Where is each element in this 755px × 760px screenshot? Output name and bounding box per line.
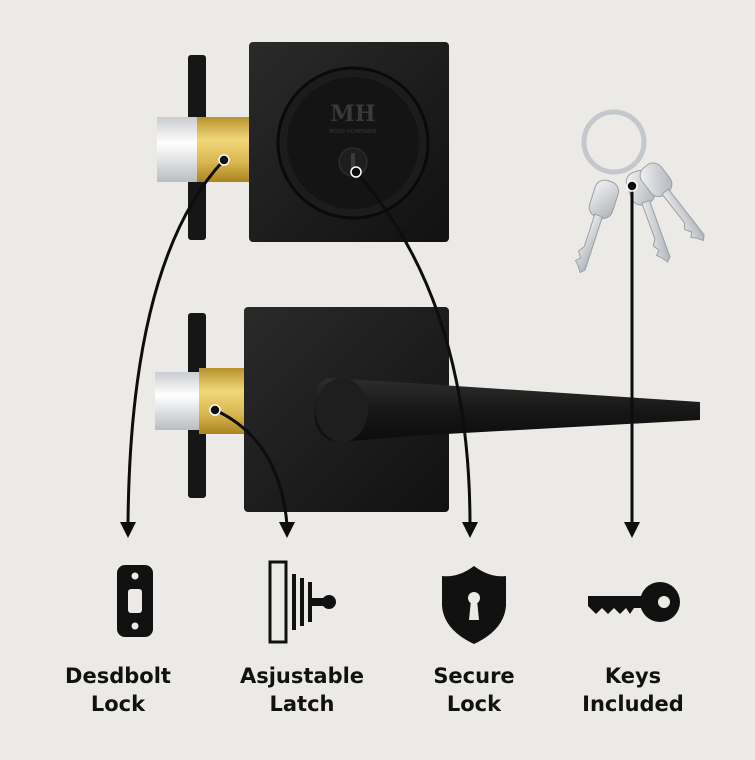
feature-label-deadbolt: Desdbolt Lock (33, 662, 203, 718)
adjustable-latch-icon (268, 560, 336, 644)
key-icon (588, 582, 680, 622)
key-ring-loop (581, 109, 647, 175)
feature-label-line1: Asjustable (239, 664, 365, 688)
feature-label-line2: Lock (446, 692, 502, 716)
key-ring (574, 109, 705, 274)
feature-label-line2: Latch (269, 692, 335, 716)
deadbolt-bolt (157, 117, 199, 182)
callout-arrows (126, 158, 634, 526)
feature-label-latch: Asjustable Latch (217, 662, 387, 718)
latch-bolt (155, 372, 201, 430)
feature-label-line2: Included (582, 692, 684, 716)
feature-label-line1: Desdbolt (65, 664, 171, 688)
arrow-deadbolt (126, 158, 226, 526)
brand-name: MOOD HOMEWARE (329, 129, 377, 135)
feature-label-line2: Lock (90, 692, 146, 716)
shield-keyhole-icon (442, 566, 506, 644)
feature-label-secure: Secure Lock (389, 662, 559, 718)
deadbolt-brass-housing (197, 117, 251, 182)
feature-label-line1: Secure (433, 664, 515, 688)
brand-mark: MH (330, 101, 375, 127)
feature-label-line1: Keys (604, 664, 662, 688)
deadbolt: MH MOOD HOMEWARE (157, 42, 449, 242)
lever-latch (155, 307, 700, 512)
arrow-latch (214, 408, 289, 526)
feature-label-keys: Keys Included (548, 662, 718, 718)
lever-hub (316, 378, 368, 442)
arrow-secure (354, 171, 472, 526)
deadbolt-strike-plate-icon (117, 565, 153, 637)
deadbolt-cylinder (287, 77, 419, 209)
lever-handle (314, 378, 700, 442)
